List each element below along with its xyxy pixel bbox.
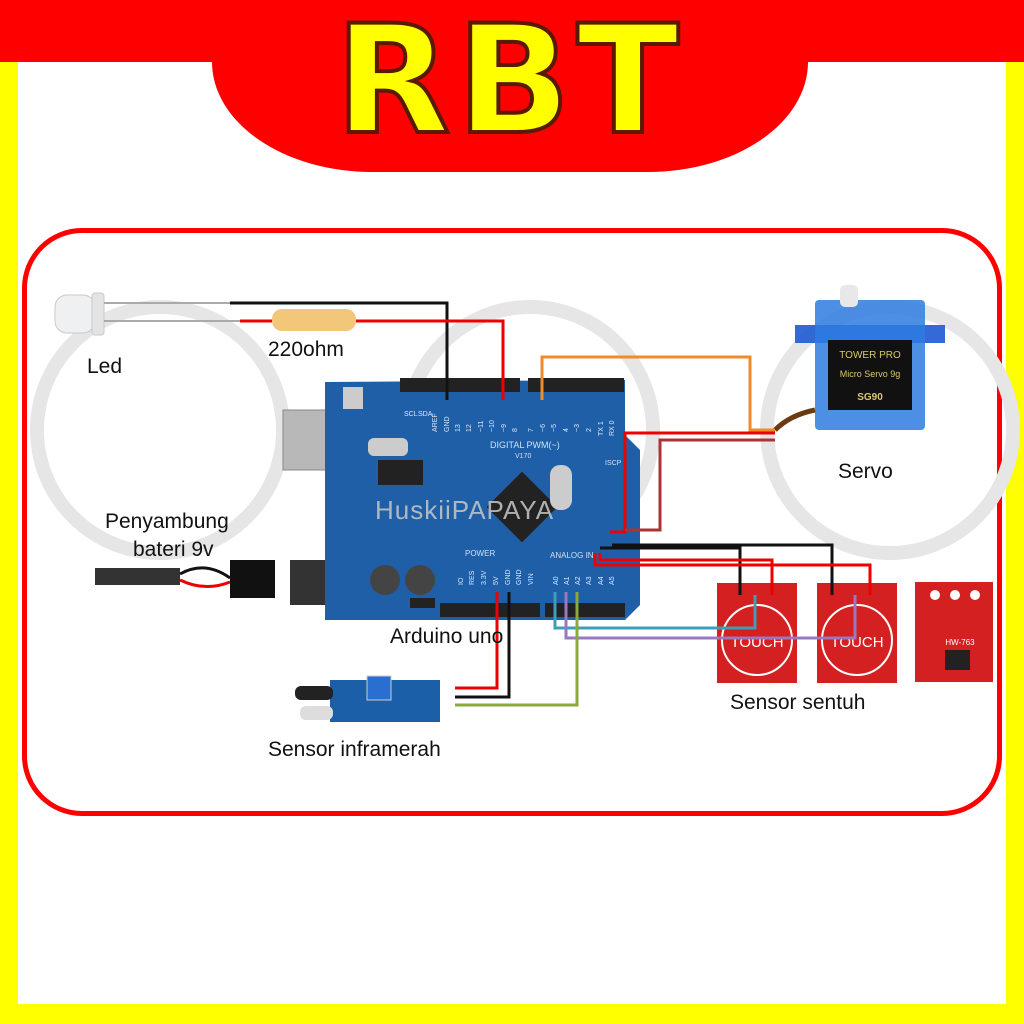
wires: [230, 301, 872, 707]
wire-touch1-signal: [553, 592, 757, 630]
pin-label-8: 8: [512, 428, 519, 432]
touch-sensor-2: TOUCH: [817, 583, 897, 683]
wire-ir-gnd: [455, 592, 511, 699]
battery-connector: [95, 560, 275, 598]
pin-label-3v3: 3.3V: [481, 570, 488, 585]
pin-label-a1: A1: [564, 576, 571, 585]
pin-label-6: ~6: [540, 424, 547, 432]
label-battery-line2: bateri 9v: [133, 538, 214, 561]
pin-label-gnd-2: GND: [516, 569, 523, 585]
pin-label-a5: A5: [609, 576, 616, 585]
logo-tab: [212, 0, 808, 172]
servo-brand-text: TOWER PRO: [839, 350, 901, 361]
label-ir-sensor: Sensor inframerah: [268, 738, 441, 761]
pin-label-tx: TX 1: [598, 421, 605, 436]
wire-led-pin9: [240, 319, 505, 400]
pin-label-5: ~5: [551, 424, 558, 432]
pin-label-aref: AREF: [432, 413, 439, 432]
servo-sg90: TOWER PRO Micro Servo 9g SG90: [773, 285, 945, 432]
wire-ir-signal: [455, 592, 579, 707]
power-pin-labels: IO RES 3.3V 5V GND GND VIN: [458, 569, 535, 585]
digital-pin-labels: SCL SDA AREF GND 13 12 ~11 ~10 ~9 8 7 ~6…: [404, 411, 616, 436]
wire-touch2-gnd: [612, 543, 834, 595]
pin-label-a4: A4: [598, 576, 605, 585]
pin-label-4: 4: [563, 428, 570, 432]
pin-label-ioref: IO: [458, 577, 465, 585]
wire-touch1-gnd: [600, 546, 742, 595]
wire-servo-gnd: [625, 438, 775, 532]
label-battery-line1: Penyambung: [105, 510, 229, 533]
arduino-uno-board: [282, 378, 640, 620]
pin-label-sda: SDA: [418, 411, 433, 418]
pin-label-3: ~3: [574, 424, 581, 432]
wire-led-gnd: [230, 301, 449, 400]
board-version-label: V170: [515, 453, 531, 460]
pin-label-a3: A3: [586, 576, 593, 585]
wire-ir-vcc: [455, 592, 499, 690]
analog-header-label: ANALOG IN: [550, 551, 594, 560]
pin-label-10: ~10: [489, 420, 496, 432]
pin-label-vin: VIN: [528, 573, 535, 585]
icsp-label: ISCP: [605, 460, 622, 467]
pin-label-9: ~9: [501, 424, 508, 432]
watermark-text: HuskiiPAPAYA: [375, 495, 555, 525]
pin-label-gnd: GND: [444, 416, 451, 432]
pin-label-13: 13: [455, 424, 462, 432]
pin-label-rx: RX 0: [609, 420, 616, 436]
label-servo: Servo: [838, 460, 893, 483]
led-component: [54, 292, 270, 336]
ir-sensor-module: [295, 675, 440, 722]
analog-pin-labels: A0 A1 A2 A3 A4 A5: [553, 576, 616, 585]
logo-rbt: RBT: [333, 0, 686, 170]
pin-label-5v: 5V: [493, 576, 500, 585]
power-header-label: POWER: [465, 549, 495, 558]
pin-label-gnd-1: GND: [505, 569, 512, 585]
pin-label-a0: A0: [553, 576, 560, 585]
wire-touch2-signal: [564, 592, 857, 640]
module-id-label: HW-763: [945, 638, 975, 647]
resistor-220ohm: [272, 309, 356, 331]
pin-label-scl: SCL: [404, 411, 418, 418]
digital-header-label: DIGITAL PWM(~): [490, 440, 560, 450]
pin-label-12: 12: [466, 424, 473, 432]
wire-touch2-vcc: [593, 553, 872, 595]
label-touch-sensor: Sensor sentuh: [730, 691, 866, 714]
pin-label-11: ~11: [478, 421, 485, 432]
pin-label-2: 2: [586, 428, 593, 432]
wire-touch1-vcc: [598, 553, 774, 595]
diagram-frame: [22, 228, 1002, 816]
touch-sensor-1: TOUCH: [717, 583, 797, 683]
wire-servo-signal: [540, 355, 775, 432]
pin-label-a2: A2: [575, 576, 582, 585]
label-arduino: Arduino uno: [390, 625, 504, 648]
servo-model-text: SG90: [857, 392, 883, 403]
label-resistor: 220ohm: [268, 338, 344, 361]
pin-label-res: RES: [469, 570, 476, 585]
pin-label-7: 7: [528, 428, 535, 432]
servo-model-line-text: Micro Servo 9g: [840, 369, 901, 379]
wire-servo-vcc: [610, 431, 775, 534]
touch-module-back: HW-763: [915, 582, 993, 682]
label-led: Led: [87, 355, 123, 378]
